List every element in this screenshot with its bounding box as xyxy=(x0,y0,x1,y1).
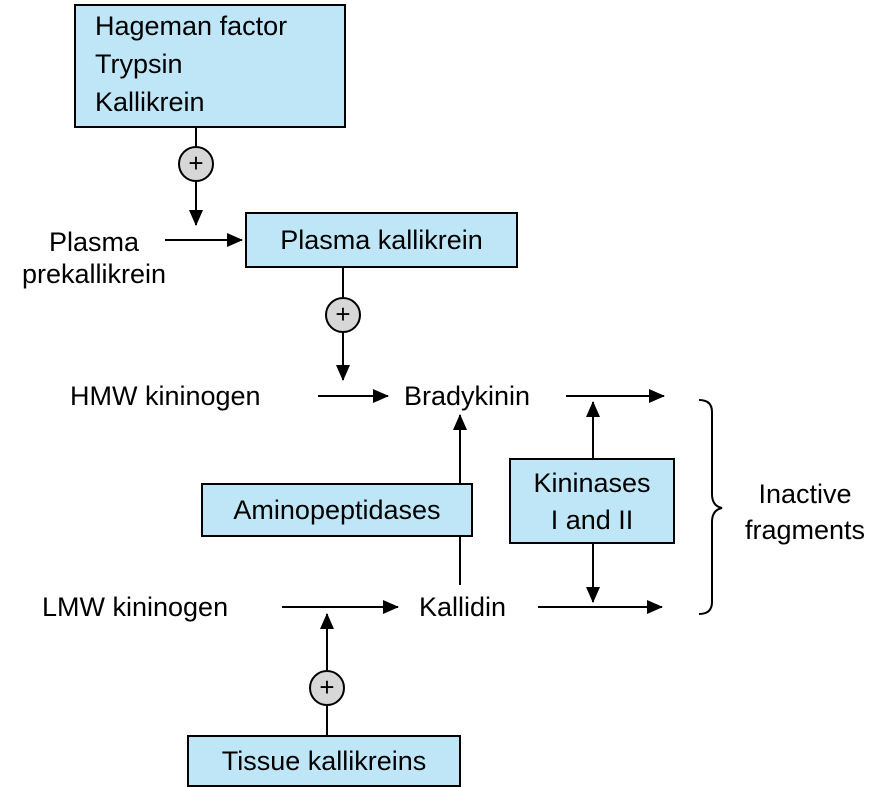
aminopeptidases-box xyxy=(201,483,473,537)
plus-icon: + xyxy=(325,297,361,333)
activators-box xyxy=(74,4,346,128)
tissue-kallikreins-label: Tissue kallikreins xyxy=(221,746,427,776)
aminopeptidases-label: Aminopeptidases xyxy=(233,495,441,525)
kininases-label-line1: Kininases xyxy=(533,468,651,498)
kininases-box xyxy=(509,458,675,544)
plus-icon: + xyxy=(178,146,214,182)
plasma-prekallikrein-line1: Plasma xyxy=(48,227,140,257)
plus-icon: + xyxy=(309,670,345,706)
plasma-kallikrein-box xyxy=(245,212,518,268)
activator-kallikrein: Kallikrein xyxy=(95,87,205,117)
activator-trypsin: Trypsin xyxy=(95,49,183,79)
plasma-prekallikrein-line2: prekallikrein xyxy=(21,259,167,289)
inactive-fragments-brace xyxy=(698,399,723,615)
hmw-kininogen-label: HMW kininogen xyxy=(70,381,261,411)
inactive-fragments-line1: Inactive xyxy=(758,479,852,509)
tissue-kallikreins-box xyxy=(187,735,461,787)
plus-symbol: + xyxy=(188,148,204,178)
plus-symbol: + xyxy=(335,299,351,329)
activator-hageman-factor: Hageman factor xyxy=(95,11,288,41)
plus-symbol: + xyxy=(319,672,335,702)
inactive-fragments-label: Inactive fragments xyxy=(726,478,884,546)
inactive-fragments-line2: fragments xyxy=(744,515,866,545)
bradykinin-label: Bradykinin xyxy=(404,381,531,411)
kallidin-label: Kallidin xyxy=(419,592,507,622)
kininases-label-line2: I and II xyxy=(550,505,634,535)
plasma-kallikrein-label: Plasma kallikrein xyxy=(280,225,483,255)
lmw-kininogen-label: LMW kininogen xyxy=(42,592,229,622)
plasma-prekallikrein-label: Plasma prekallikrein xyxy=(4,226,184,290)
